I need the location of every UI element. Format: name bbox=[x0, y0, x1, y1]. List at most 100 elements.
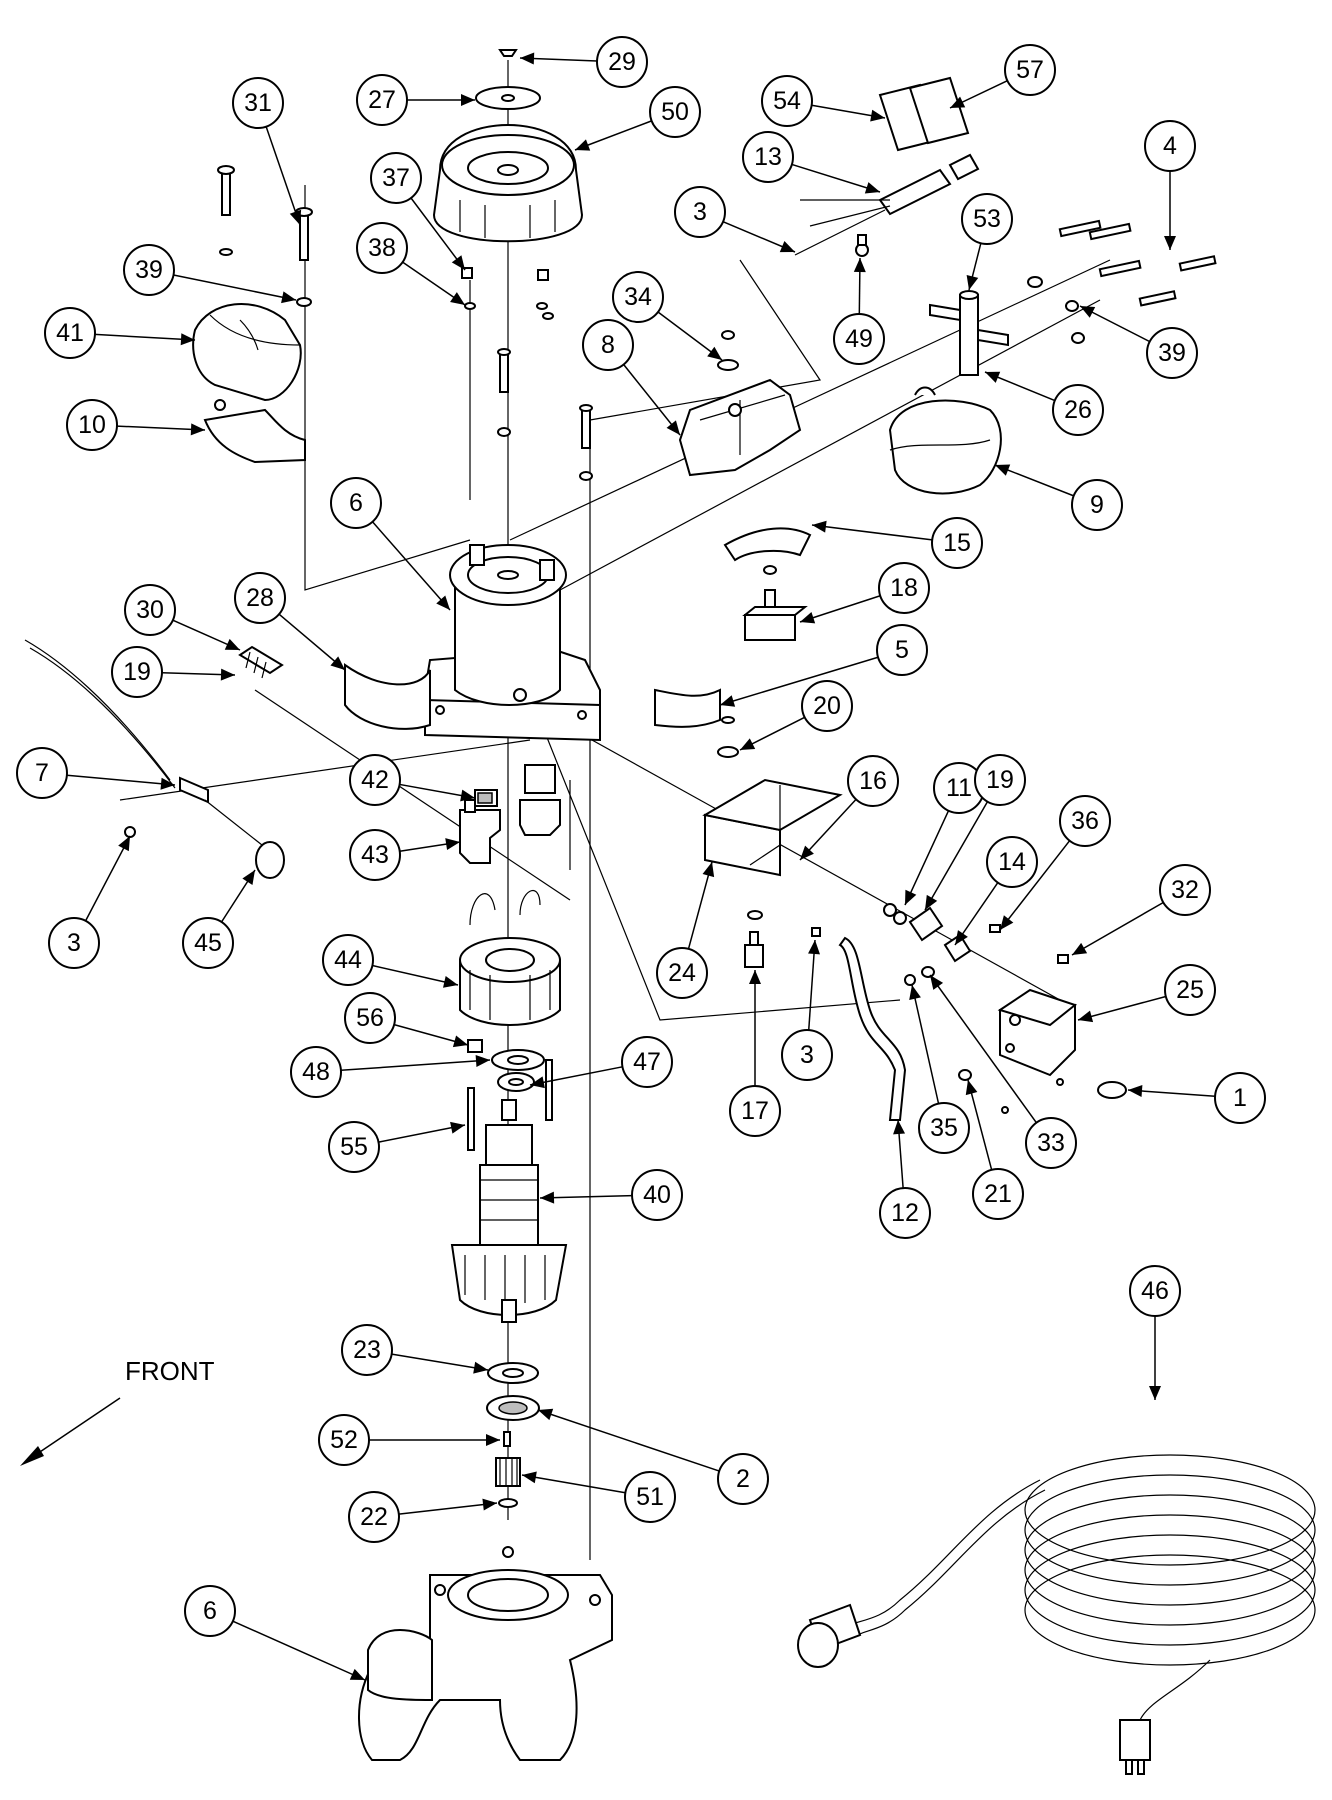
leader-line bbox=[173, 274, 297, 301]
callout-circle bbox=[1159, 864, 1211, 916]
arrowhead bbox=[965, 1080, 978, 1096]
callout-21: 21 bbox=[965, 1079, 1024, 1220]
bracket-53 bbox=[929, 290, 1009, 376]
callout-circle bbox=[16, 747, 68, 799]
screws-4 bbox=[1058, 219, 1217, 307]
arrowhead bbox=[740, 738, 756, 750]
callout-circle bbox=[123, 244, 175, 296]
arrowhead bbox=[575, 139, 591, 151]
callout-circle bbox=[349, 829, 401, 881]
callout-circle bbox=[974, 754, 1026, 806]
callout-circle bbox=[624, 1471, 676, 1523]
front-label: FRONT bbox=[125, 1356, 215, 1386]
leader-line bbox=[521, 1474, 626, 1494]
washer-20 bbox=[717, 716, 739, 758]
rod-center bbox=[497, 348, 511, 437]
callout-number: 3 bbox=[67, 929, 81, 957]
callout-number: 41 bbox=[56, 319, 84, 347]
callout-number: 38 bbox=[368, 234, 396, 262]
float-45 bbox=[204, 799, 285, 879]
callout-circle bbox=[1164, 964, 1216, 1016]
spring-30-19 bbox=[238, 645, 284, 679]
washers-39-right bbox=[1027, 276, 1085, 344]
cap-50 bbox=[432, 124, 584, 243]
callout-26: 26 bbox=[984, 371, 1104, 436]
gear-housing-6 bbox=[358, 1546, 613, 1761]
leader-line bbox=[371, 521, 451, 611]
callout-23: 23 bbox=[341, 1324, 489, 1376]
clip-56 bbox=[467, 1039, 483, 1053]
arrowhead bbox=[864, 182, 880, 194]
leader-line bbox=[537, 1409, 720, 1472]
washers-35-33-21 bbox=[904, 966, 1064, 1114]
callout-circle bbox=[66, 399, 118, 451]
arrowhead bbox=[452, 1035, 468, 1048]
callout-number: 39 bbox=[135, 256, 163, 284]
callout-number: 47 bbox=[633, 1048, 661, 1076]
arrowhead bbox=[436, 595, 450, 610]
leader-line bbox=[1077, 995, 1167, 1021]
callout-circle bbox=[879, 1187, 931, 1239]
callout-50: 50 bbox=[574, 86, 701, 151]
callout-number: 49 bbox=[845, 325, 873, 353]
callout-51: 51 bbox=[521, 1471, 676, 1523]
arrowhead bbox=[930, 975, 944, 990]
leader-line bbox=[911, 984, 940, 1104]
callout-number: 46 bbox=[1141, 1277, 1169, 1305]
callout-circle bbox=[44, 307, 96, 359]
cover-8 bbox=[678, 378, 802, 477]
callout-3: 3 bbox=[48, 835, 131, 969]
arrowhead bbox=[950, 96, 966, 108]
arrowhead bbox=[520, 52, 535, 65]
callout-number: 31 bbox=[244, 89, 272, 117]
bolt-left-upper bbox=[217, 165, 235, 256]
arrowhead bbox=[1080, 306, 1096, 318]
knob-19b bbox=[908, 906, 944, 942]
callout-circle bbox=[370, 152, 422, 204]
callout-18: 18 bbox=[799, 562, 930, 624]
callout-20: 20 bbox=[739, 680, 853, 751]
callout-34: 34 bbox=[612, 271, 723, 361]
callout-number: 27 bbox=[368, 86, 396, 114]
callout-number: 18 bbox=[890, 574, 918, 602]
brush-holder-43 bbox=[459, 799, 501, 864]
leader-line bbox=[994, 464, 1074, 497]
arrowhead bbox=[450, 292, 465, 305]
arrowhead bbox=[349, 1668, 365, 1680]
leader-line bbox=[687, 861, 713, 950]
arrowhead bbox=[482, 1498, 497, 1511]
leader-line bbox=[529, 1066, 623, 1086]
switch-17 bbox=[744, 910, 764, 968]
callout-circle bbox=[833, 313, 885, 365]
callout-number: 13 bbox=[754, 143, 782, 171]
plate-10 bbox=[203, 399, 306, 464]
label-5 bbox=[654, 688, 721, 728]
bracket-24 bbox=[702, 778, 843, 877]
callout-number: 36 bbox=[1071, 807, 1099, 835]
callout-15: 15 bbox=[811, 517, 983, 569]
callout-40: 40 bbox=[539, 1169, 683, 1221]
switch-18 bbox=[742, 565, 808, 641]
brush-holder-right bbox=[519, 764, 561, 836]
callout-number: 20 bbox=[813, 692, 841, 720]
arrowhead bbox=[160, 777, 175, 790]
callout-circle bbox=[124, 584, 176, 636]
callout-30: 30 bbox=[124, 584, 241, 651]
washer-34 bbox=[717, 330, 739, 371]
callout-number: 12 bbox=[891, 1199, 919, 1227]
callout-circle bbox=[1071, 479, 1123, 531]
callout-circle bbox=[1129, 1265, 1181, 1317]
callout-circle bbox=[349, 754, 401, 806]
screw-49 bbox=[855, 234, 869, 257]
rod-right bbox=[579, 404, 593, 481]
screws-37 bbox=[461, 267, 554, 320]
callout-circle bbox=[322, 934, 374, 986]
callout-circle bbox=[48, 917, 100, 969]
callout-5: 5 bbox=[719, 624, 928, 707]
callout-12: 12 bbox=[879, 1119, 931, 1239]
callout-circle bbox=[674, 186, 726, 238]
screw-36 bbox=[989, 924, 1001, 933]
callout-circle bbox=[184, 1585, 236, 1637]
washer-27 bbox=[475, 86, 541, 110]
